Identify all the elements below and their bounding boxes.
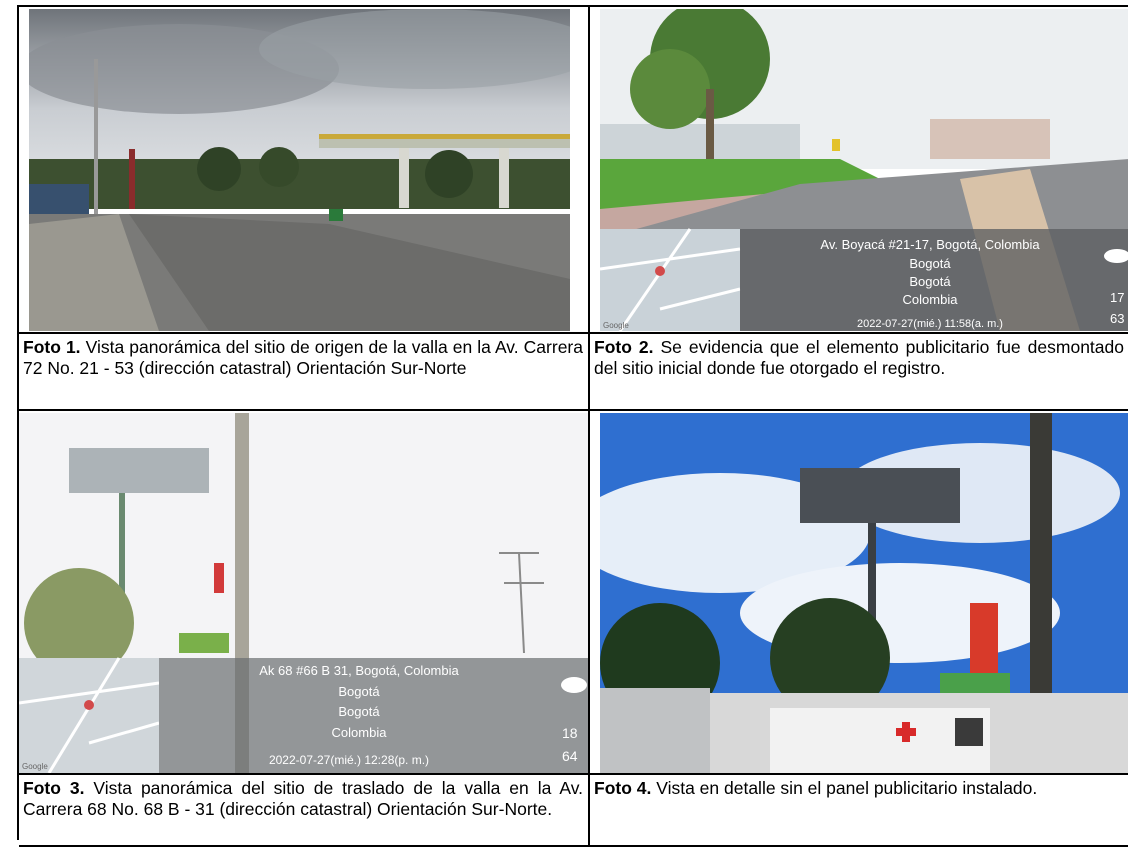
overlay-line1: Bogotá bbox=[338, 684, 380, 699]
caption-label: Foto 2. bbox=[594, 337, 654, 357]
caption-text: Vista en detalle sin el panel publicitar… bbox=[651, 778, 1038, 798]
photo-1 bbox=[29, 9, 570, 331]
photo-cell-3: Ak 68 #66 B 31, Bogotá, Colombia Bogotá … bbox=[19, 411, 590, 775]
avenue-image: Av. Boyacá #21-17, Bogotá, Colombia Bogo… bbox=[600, 9, 1128, 331]
billboard-site-image: Ak 68 #66 B 31, Bogotá, Colombia Bogotá … bbox=[19, 413, 588, 773]
photo-cell-4 bbox=[590, 411, 1128, 775]
overlay-datetime: 2022-07-27(mié.) 11:58(a. m.) bbox=[857, 318, 1003, 330]
caption-text: Vista panorámica del sitio de origen de … bbox=[23, 337, 583, 378]
caption-label: Foto 1. bbox=[23, 337, 81, 357]
caption-cell-1: Foto 1. Vista panorámica del sitio de or… bbox=[19, 334, 590, 411]
caption-cell-3: Foto 3. Vista panorámica del sitio de tr… bbox=[19, 775, 590, 847]
overlay-line3: Colombia bbox=[903, 292, 959, 307]
overlay-line2: Bogotá bbox=[909, 274, 951, 289]
caption-3: Foto 3. Vista panorámica del sitio de tr… bbox=[19, 775, 588, 820]
caption-text: Se evidencia que el elemento publicitari… bbox=[594, 337, 1124, 378]
overlay-line2: Bogotá bbox=[338, 704, 380, 719]
photo-4 bbox=[600, 413, 1128, 773]
overlay-address: Ak 68 #66 B 31, Bogotá, Colombia bbox=[259, 663, 459, 678]
caption-cell-4: Foto 4. Vista en detalle sin el panel pu… bbox=[590, 775, 1128, 847]
overlay-address: Av. Boyacá #21-17, Bogotá, Colombia bbox=[820, 237, 1040, 252]
caption-cell-2: Foto 2. Se evidencia que el elemento pub… bbox=[590, 334, 1128, 411]
map-brand: Google bbox=[22, 762, 48, 771]
overlay-line1: Bogotá bbox=[909, 256, 951, 271]
caption-2: Foto 2. Se evidencia que el elemento pub… bbox=[590, 334, 1128, 379]
overlay-temp2: 63 bbox=[1110, 311, 1124, 326]
caption-4: Foto 4. Vista en detalle sin el panel pu… bbox=[590, 775, 1128, 799]
cloud-icon bbox=[1104, 249, 1128, 263]
overlay-line3: Colombia bbox=[332, 725, 388, 740]
map-brand: Google bbox=[603, 321, 629, 330]
overlay-temp1: 18 bbox=[562, 725, 578, 741]
caption-label: Foto 4. bbox=[594, 778, 652, 798]
photo-table: Av. Boyacá #21-17, Bogotá, Colombia Bogo… bbox=[17, 5, 1128, 847]
caption-1: Foto 1. Vista panorámica del sitio de or… bbox=[19, 334, 588, 379]
cloud-icon bbox=[561, 677, 587, 693]
caption-text: Vista panorámica del sitio de traslado d… bbox=[23, 778, 584, 819]
overlay-temp1: 17 bbox=[1110, 290, 1124, 305]
photo-cell-2: Av. Boyacá #21-17, Bogotá, Colombia Bogo… bbox=[590, 7, 1128, 334]
photo-2: Av. Boyacá #21-17, Bogotá, Colombia Bogo… bbox=[600, 9, 1128, 331]
photo-3: Ak 68 #66 B 31, Bogotá, Colombia Bogotá … bbox=[19, 413, 588, 773]
billboard-detail-image bbox=[600, 413, 1128, 773]
overlay-temp2: 64 bbox=[562, 748, 578, 764]
photo-cell-1 bbox=[19, 7, 590, 334]
overlay-datetime: 2022-07-27(mié.) 12:28(p. m.) bbox=[269, 753, 429, 767]
caption-label: Foto 3. bbox=[23, 778, 85, 798]
gas-station-street-image bbox=[29, 9, 570, 331]
